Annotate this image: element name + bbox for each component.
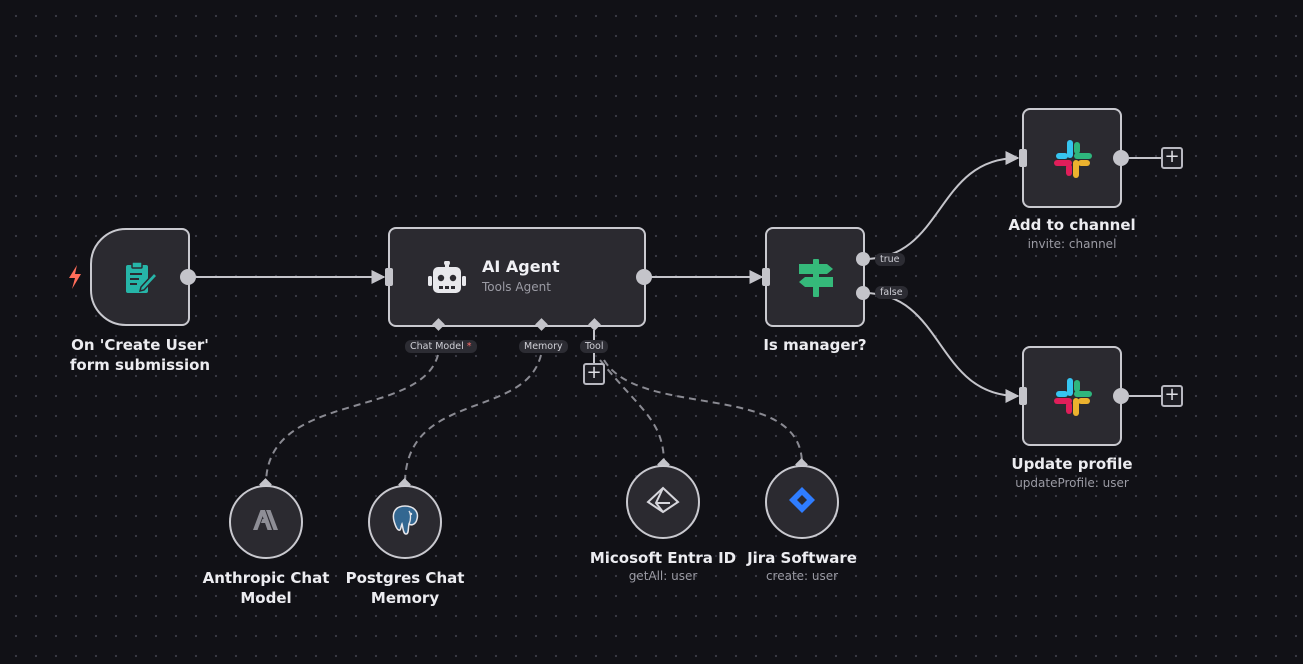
if-false-output-handle[interactable] (856, 286, 870, 300)
true-branch-label: true (875, 253, 905, 266)
edge-agent-to-entra[interactable] (599, 359, 665, 465)
edge-agent-to-postgres[interactable] (404, 354, 542, 485)
add-to-channel-output-handle[interactable] (1113, 150, 1129, 166)
trigger-node[interactable] (90, 228, 190, 326)
jira-icon (788, 486, 816, 518)
jira-software-node[interactable] (765, 465, 839, 539)
chat-model-text: Chat Model (410, 341, 464, 352)
ai-agent-output-handle[interactable] (636, 269, 652, 285)
ai-agent-node[interactable]: AI Agent Tools Agent (388, 227, 646, 327)
ai-agent-title: AI Agent (482, 257, 560, 276)
if-node[interactable] (765, 227, 865, 327)
entra-icon (646, 486, 680, 518)
lightning-bolt-icon (66, 264, 84, 294)
false-branch-label: false (875, 286, 908, 299)
update-profile-plus-line (1129, 395, 1161, 397)
add-to-channel-input-handle[interactable] (1019, 149, 1027, 167)
if-input-handle[interactable] (762, 268, 770, 286)
update-profile-input-handle[interactable] (1019, 387, 1027, 405)
ai-agent-input-handle[interactable] (385, 268, 393, 286)
edge-agent-to-jira[interactable] (603, 359, 803, 465)
if-node-label: Is manager? (763, 336, 867, 354)
slack-update-profile-node[interactable] (1022, 346, 1122, 446)
anthropic-chat-model-node[interactable] (229, 485, 303, 559)
tool-connector-label: Tool (580, 340, 609, 353)
slack-icon (1052, 376, 1094, 422)
update-profile-sub: updateProfile: user (1015, 476, 1129, 490)
add-to-channel-label: Add to channel (1008, 216, 1136, 234)
add-after-add-to-channel-button[interactable]: + (1161, 147, 1183, 169)
form-icon (124, 261, 159, 299)
if-true-output-handle[interactable] (856, 252, 870, 266)
signpost-icon (795, 257, 837, 303)
postgres-label: Postgres Chat Memory (345, 569, 465, 607)
add-after-update-profile-button[interactable]: + (1161, 385, 1183, 407)
microsoft-entra-node[interactable] (626, 465, 700, 539)
jira-label: Jira Software (747, 549, 857, 567)
slack-add-to-channel-node[interactable] (1022, 108, 1122, 208)
anthropic-icon (251, 509, 281, 535)
required-asterisk: * (466, 341, 472, 352)
add-to-channel-sub: invite: channel (1027, 237, 1117, 251)
update-profile-output-handle[interactable] (1113, 388, 1129, 404)
memory-connector-label: Memory (519, 340, 568, 353)
entra-sub: getAll: user (628, 569, 698, 583)
anthropic-label: Anthropic Chat Model (202, 569, 330, 607)
postgres-chat-memory-node[interactable] (368, 485, 442, 559)
trigger-node-label: On 'Create User' form submission (69, 336, 211, 374)
add-tool-button[interactable]: + (583, 363, 605, 385)
slack-icon (1052, 138, 1094, 184)
robot-icon (428, 260, 466, 299)
ai-agent-subtitle: Tools Agent (482, 280, 551, 294)
update-profile-label: Update profile (1011, 455, 1133, 473)
chat-model-connector-label: Chat Model * (405, 340, 477, 353)
trigger-output-handle[interactable] (180, 269, 196, 285)
postgres-elephant-icon (390, 504, 420, 540)
add-to-channel-plus-line (1129, 157, 1161, 159)
edge-agent-to-anthropic[interactable] (265, 354, 439, 485)
entra-label: Micosoft Entra ID (589, 549, 737, 567)
jira-sub: create: user (765, 569, 839, 583)
